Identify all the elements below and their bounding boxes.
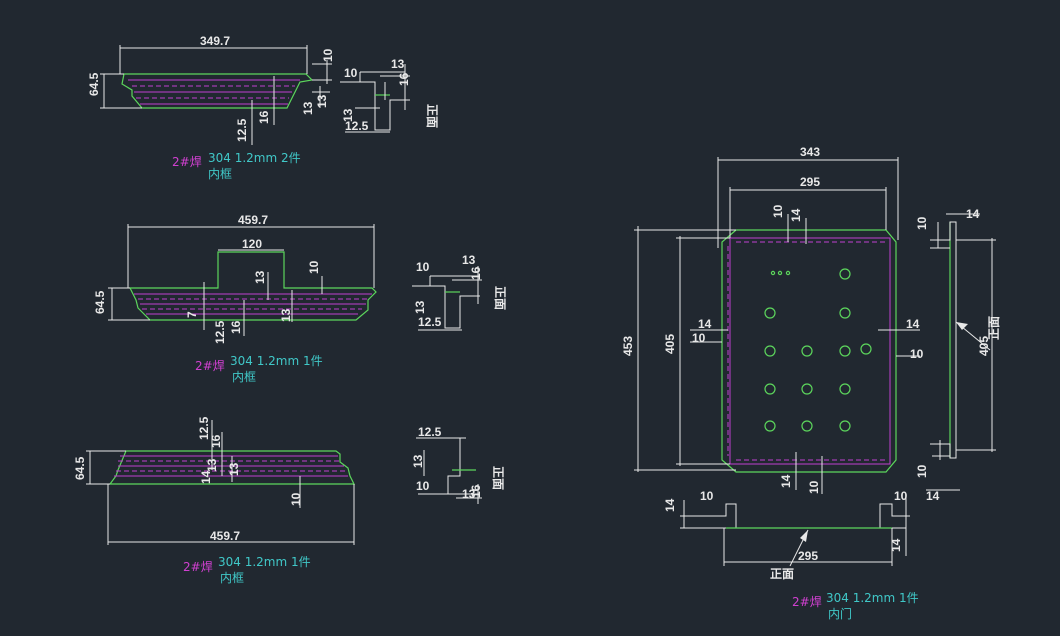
drawing2-label: 2#焊 304 1.2mm 1件 内框: [195, 354, 323, 384]
side-10b: 10: [915, 464, 929, 478]
label-name: 内框: [220, 571, 244, 585]
drawing3-profile: [86, 420, 355, 545]
sec2-face: 正面: [493, 286, 507, 310]
drawing2-profile: [108, 224, 377, 336]
door-label: 2#焊 304 1.2mm 1件 内门: [792, 591, 919, 621]
sec1-13: 13: [391, 57, 405, 71]
dim-10: 10: [289, 492, 303, 506]
dim-notch: 120: [242, 237, 262, 251]
sec1-face: 正面: [425, 104, 439, 128]
sec3-13b: 13: [462, 487, 476, 501]
dim-right-10: 10: [910, 347, 924, 361]
side-10: 10: [915, 216, 929, 230]
door-bottom-view: 10 14 10 14 295 正面: [663, 489, 910, 581]
sec2-13b: 13: [413, 300, 427, 314]
side-405: 405: [977, 336, 991, 356]
dim-16: 16: [209, 434, 223, 448]
dim-12-5: 12.5: [235, 118, 249, 142]
label-material: 304 1.2mm 1件: [218, 555, 311, 569]
bottom-face: 正面: [770, 567, 794, 581]
dim-13: 13: [205, 458, 219, 472]
sec1-10: 10: [344, 66, 358, 80]
bottom-10-left: 10: [700, 489, 714, 503]
drawing1-section: 10 13 16 13 12.5 正面: [340, 57, 439, 133]
label-material: 304 1.2mm 2件: [208, 151, 301, 165]
bottom-14-right: 14: [889, 538, 903, 552]
dim-10: 10: [307, 260, 321, 274]
sec2-10: 10: [416, 260, 430, 274]
side-face: 正面: [987, 316, 1001, 340]
label-weld: 2#焊: [792, 594, 822, 609]
dim-right-14: 14: [906, 317, 920, 331]
door-dim-text: 343 295 453 405 10 14 14 10 14 10 14 10: [621, 145, 924, 494]
dim-405: 405: [663, 334, 677, 354]
sec3-16: 16: [469, 484, 483, 498]
sec3-face: 正面: [491, 466, 505, 490]
dim-12-5: 12.5: [197, 416, 211, 440]
dim-13b: 13: [301, 101, 315, 115]
dim-left-10: 10: [692, 331, 706, 345]
label-weld: 2#焊: [172, 154, 202, 169]
bottom-10-right: 10: [894, 489, 908, 503]
label-name: 内框: [208, 167, 232, 181]
sec3-12-5: 12.5: [418, 425, 442, 439]
dim-13: 13: [253, 270, 267, 284]
dim-343: 343: [800, 145, 820, 159]
dim-left-14: 14: [698, 317, 712, 331]
dim-bottom-10: 10: [807, 480, 821, 494]
drawing3-section: 12.5 13 10 13 16 正面: [411, 425, 505, 504]
door-panel: [634, 157, 920, 494]
door-side-view: 10 14 405 10 14 正面: [915, 207, 1001, 503]
dim-top-14: 14: [789, 208, 803, 222]
label-material: 304 1.2mm 1件: [230, 354, 323, 368]
sec1-12-5: 12.5: [345, 119, 369, 133]
dim-13b: 13: [227, 462, 241, 476]
dim-16: 16: [229, 320, 243, 334]
dim-height: 64.5: [73, 456, 87, 480]
drawing2-section: 10 13 16 13 12.5 正面: [412, 253, 507, 331]
label-name: 内门: [828, 606, 852, 621]
label-material: 304 1.2mm 1件: [826, 591, 919, 605]
drawing1-label: 2#焊 304 1.2mm 2件 内框: [172, 151, 301, 181]
drawing3-label: 2#焊 304 1.2mm 1件 内框: [183, 555, 311, 585]
dim-14: 14: [199, 470, 213, 484]
dim-453: 453: [621, 336, 635, 356]
sec1-16: 16: [397, 72, 411, 86]
label-name: 内框: [232, 370, 256, 384]
bottom-295: 295: [798, 549, 818, 563]
dim-16: 16: [257, 110, 271, 124]
drawing3-dim-text: 459.7 64.5 12.5 16 13 14 13 10: [73, 416, 303, 543]
label-weld: 2#焊: [183, 559, 213, 574]
sec2-12-5: 12.5: [418, 315, 442, 329]
sec1-13b: 13: [341, 108, 355, 122]
dim-7: 7: [185, 311, 199, 318]
bottom-14-left: 14: [663, 498, 677, 512]
sec3-13: 13: [411, 454, 425, 468]
sec3-10: 10: [416, 479, 430, 493]
drawing1-profile: [100, 45, 332, 145]
dim-12-5: 12.5: [213, 320, 227, 344]
dim-13b: 13: [279, 308, 293, 322]
dim-295: 295: [800, 175, 820, 189]
sec2-13: 13: [462, 253, 476, 267]
label-weld: 2#焊: [195, 358, 225, 373]
dim-width: 459.7: [210, 529, 240, 543]
dim-bottom-14: 14: [779, 474, 793, 488]
side-14: 14: [966, 207, 980, 221]
drawing1-dim-text: 349.7 64.5 10 13 13 16 12.5: [87, 34, 335, 142]
side-14b: 14: [926, 489, 940, 503]
dim-width: 459.7: [238, 213, 268, 227]
dim-top-step: 10: [321, 48, 335, 62]
drawing2-dim-text: 459.7 120 64.5 13 10 7 12.5 16 13: [93, 213, 321, 344]
dim-width: 349.7: [200, 34, 230, 48]
dim-13a: 13: [315, 94, 329, 108]
dim-height: 64.5: [87, 72, 101, 96]
dim-top-10: 10: [771, 204, 785, 218]
sec2-16: 16: [469, 266, 483, 280]
dim-height: 64.5: [93, 290, 107, 314]
